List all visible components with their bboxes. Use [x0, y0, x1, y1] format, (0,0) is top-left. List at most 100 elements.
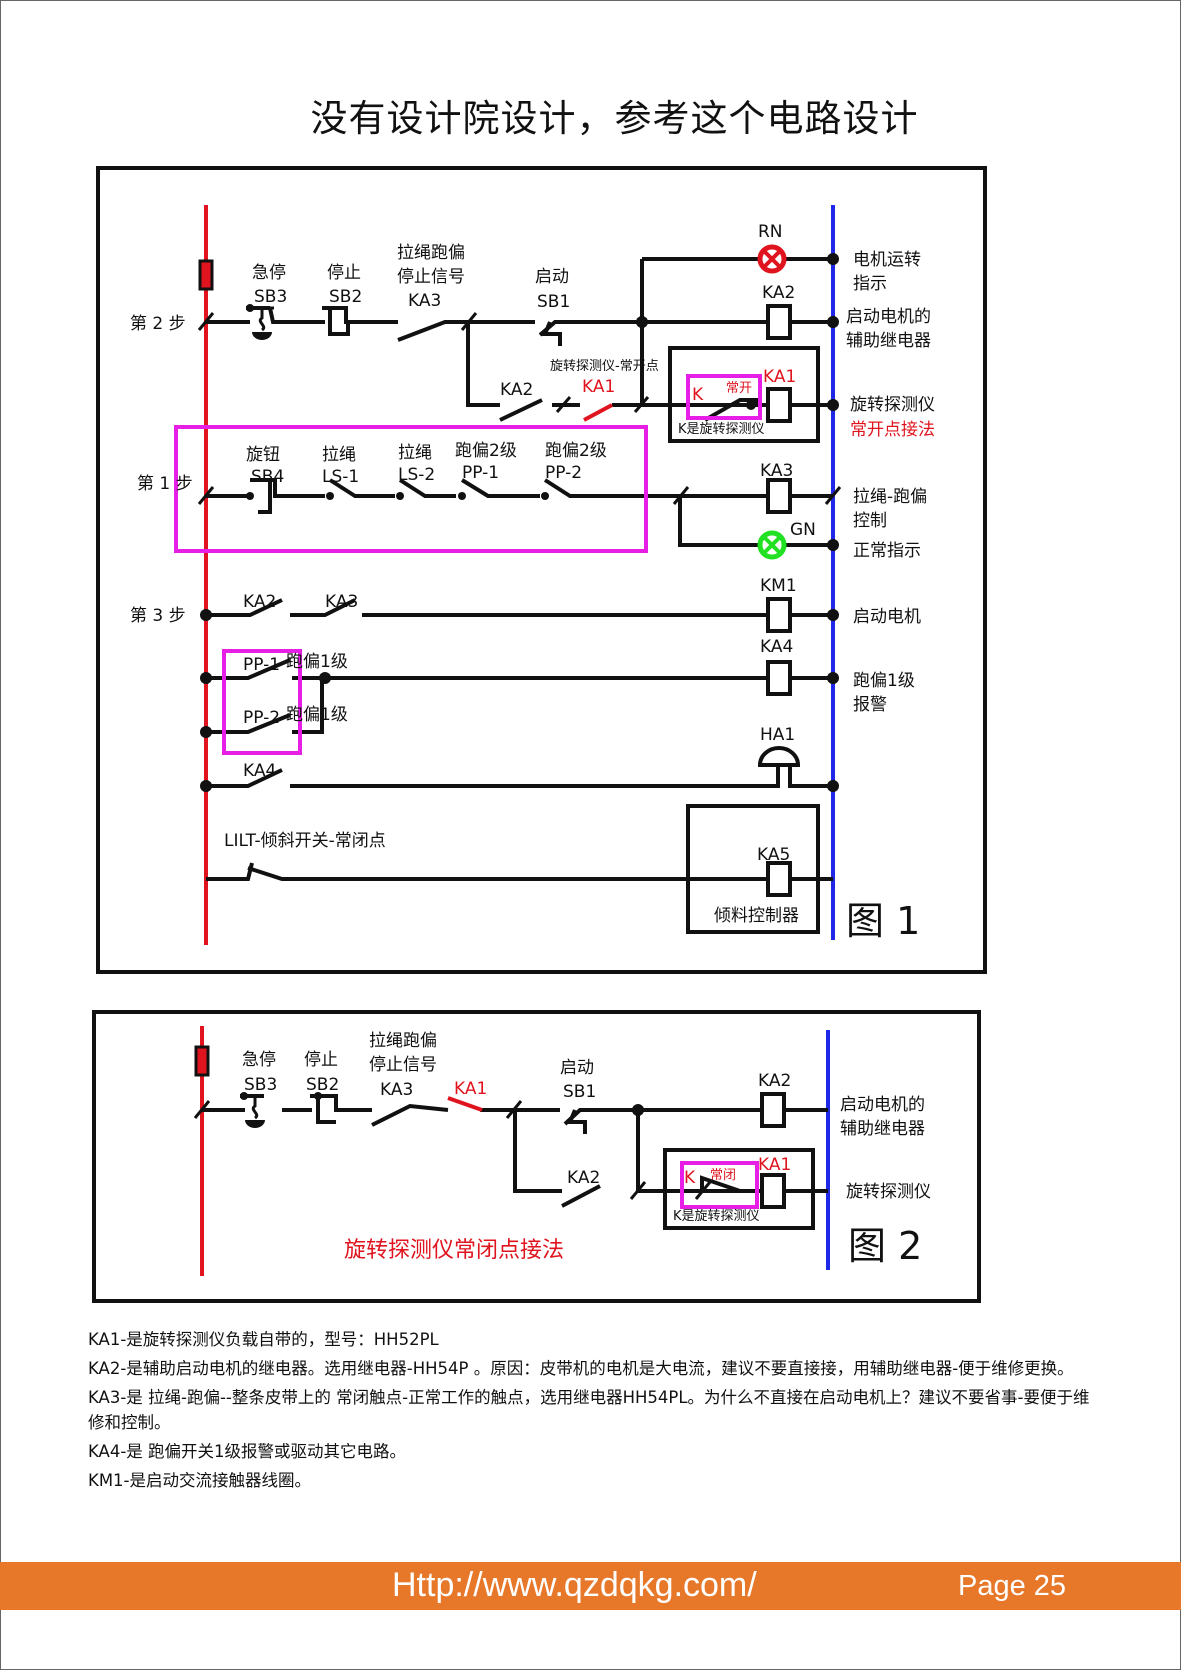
fuse-icon: [198, 259, 214, 291]
label: 跑偏2级: [545, 441, 607, 461]
label: SB3: [254, 287, 287, 307]
label-red: KA1: [763, 367, 796, 387]
label: RN: [758, 222, 783, 242]
label: 旋转探测仪-常开点: [550, 359, 659, 374]
footer-url-link[interactable]: Http://www.qzdqkg.com/: [392, 1566, 757, 1604]
figure-1-labels: 第 2 步 第 1 步 第 3 步 急停 SB3 停止 SB2 拉绳跑偏 停止信…: [130, 222, 935, 943]
figure-1-frame: [96, 166, 987, 974]
label-red: 常开: [726, 381, 752, 396]
fuse-icon: [194, 1045, 210, 1077]
label: 跑偏1级: [853, 671, 915, 691]
wire: [397, 320, 770, 342]
label: 启动电机: [853, 607, 921, 627]
contact-ka1-red: [447, 1096, 483, 1112]
label: SB4: [251, 467, 284, 487]
horn-ha1-icon: [757, 746, 801, 767]
estop-sb3-icon: [245, 1096, 265, 1128]
label: KA3: [408, 291, 441, 311]
label: K是旋转探测仪: [678, 422, 765, 437]
label-red: 常开点接法: [850, 420, 935, 440]
label: PP-2: [545, 463, 582, 483]
label: 跑偏2级: [455, 441, 517, 461]
lamp-gn-icon: [757, 530, 787, 560]
page-number: Page 25: [958, 1570, 1067, 1602]
rotation-detector-box: [663, 1148, 815, 1230]
label: 旋转探测仪: [846, 1182, 931, 1202]
wire: [206, 306, 285, 324]
step3-label: 第 3 步: [130, 606, 186, 626]
page-title: 没有设计院设计，参考这个电路设计: [310, 97, 919, 140]
label: PP-2: [243, 708, 280, 728]
label-red: K: [684, 1168, 696, 1188]
label: 跑偏1级: [286, 705, 348, 725]
wire: [466, 322, 768, 422]
coil-ka5: [766, 861, 792, 897]
label-red: KA1: [454, 1079, 487, 1099]
label: SB1: [563, 1082, 596, 1102]
note-ka4: KA4-是 跑偏开关1级报警或驱动其它电路。: [88, 1442, 407, 1461]
label: 急停: [242, 1050, 276, 1070]
label: KA3: [380, 1080, 413, 1100]
label: 停止: [327, 263, 361, 283]
notes: KA1-是旋转探测仪负载自带的，型号：HH52PL KA2-是辅助启动电机的继电…: [88, 1327, 1098, 1497]
red-caption: 旋转探测仪常闭点接法: [344, 1238, 564, 1263]
wire: [202, 1094, 762, 1127]
step1-label: 第 1 步: [137, 474, 193, 494]
label: KA5: [757, 845, 790, 865]
label: 电机运转: [853, 250, 921, 270]
label: KA2: [762, 283, 795, 303]
label: 拉绳跑偏: [369, 1031, 437, 1051]
label: KA4: [243, 761, 276, 781]
label: 跑偏1级: [286, 652, 348, 672]
label: 拉绳跑偏: [397, 243, 465, 263]
label-red: KA1: [582, 377, 615, 397]
k-contact-icon: [704, 398, 758, 422]
figure-2-caption: 图 2: [848, 1224, 922, 1268]
label: SB2: [306, 1075, 339, 1095]
coil-km1: [766, 597, 792, 633]
label: 指示: [853, 274, 887, 294]
label: KA2: [758, 1071, 791, 1091]
label: 正常指示: [853, 541, 921, 561]
tilt-controller-box: [686, 804, 820, 934]
label: SB1: [537, 292, 570, 312]
lamp-rn-icon: [757, 244, 787, 274]
coil-ka2: [760, 1092, 786, 1128]
label: 急停: [252, 263, 286, 283]
figure-2-nodes: [240, 1092, 644, 1116]
label: KA4: [760, 637, 793, 657]
wire: [206, 658, 768, 734]
label: SB3: [244, 1075, 277, 1095]
label: KA3: [760, 461, 793, 481]
label: SB2: [329, 287, 362, 307]
figure-1-ticks: [197, 312, 842, 505]
wire: [206, 763, 833, 788]
estop-sb3-icon: [250, 306, 274, 340]
wire: [206, 862, 833, 881]
wire: [206, 598, 768, 617]
label: 旋钮: [246, 445, 280, 465]
label: 控制: [853, 511, 887, 531]
label: 停止: [304, 1050, 338, 1070]
figure-1-nodes: [200, 253, 839, 792]
label: PP-1: [462, 463, 499, 483]
coil-ka1: [760, 1173, 786, 1209]
figure-1-caption: 图 1: [846, 899, 920, 943]
highlight-box: [686, 374, 762, 420]
start-switch-sb1-icon: [567, 1109, 587, 1134]
wire: [206, 478, 768, 514]
label-red: KA1: [758, 1155, 791, 1175]
rotation-detector-box: [668, 346, 820, 443]
note-ka2: KA2-是辅助启动电机的继电器。选用继电器-HH54P 。原因：皮带机的电机是大…: [88, 1359, 1074, 1378]
label: KA3: [325, 592, 358, 612]
label: GN: [790, 520, 816, 540]
label: 启动电机的: [846, 307, 931, 327]
highlight-box-pp: [222, 649, 302, 755]
coil-ka3: [766, 478, 792, 514]
label-red: K: [692, 385, 704, 405]
step2-label: 第 2 步: [130, 314, 186, 334]
figure-2-labels: 急停 SB3 停止 SB2 拉绳跑偏 停止信号 KA3 KA1 启动 SB1 K…: [242, 1031, 931, 1268]
figure-1: [96, 166, 987, 974]
